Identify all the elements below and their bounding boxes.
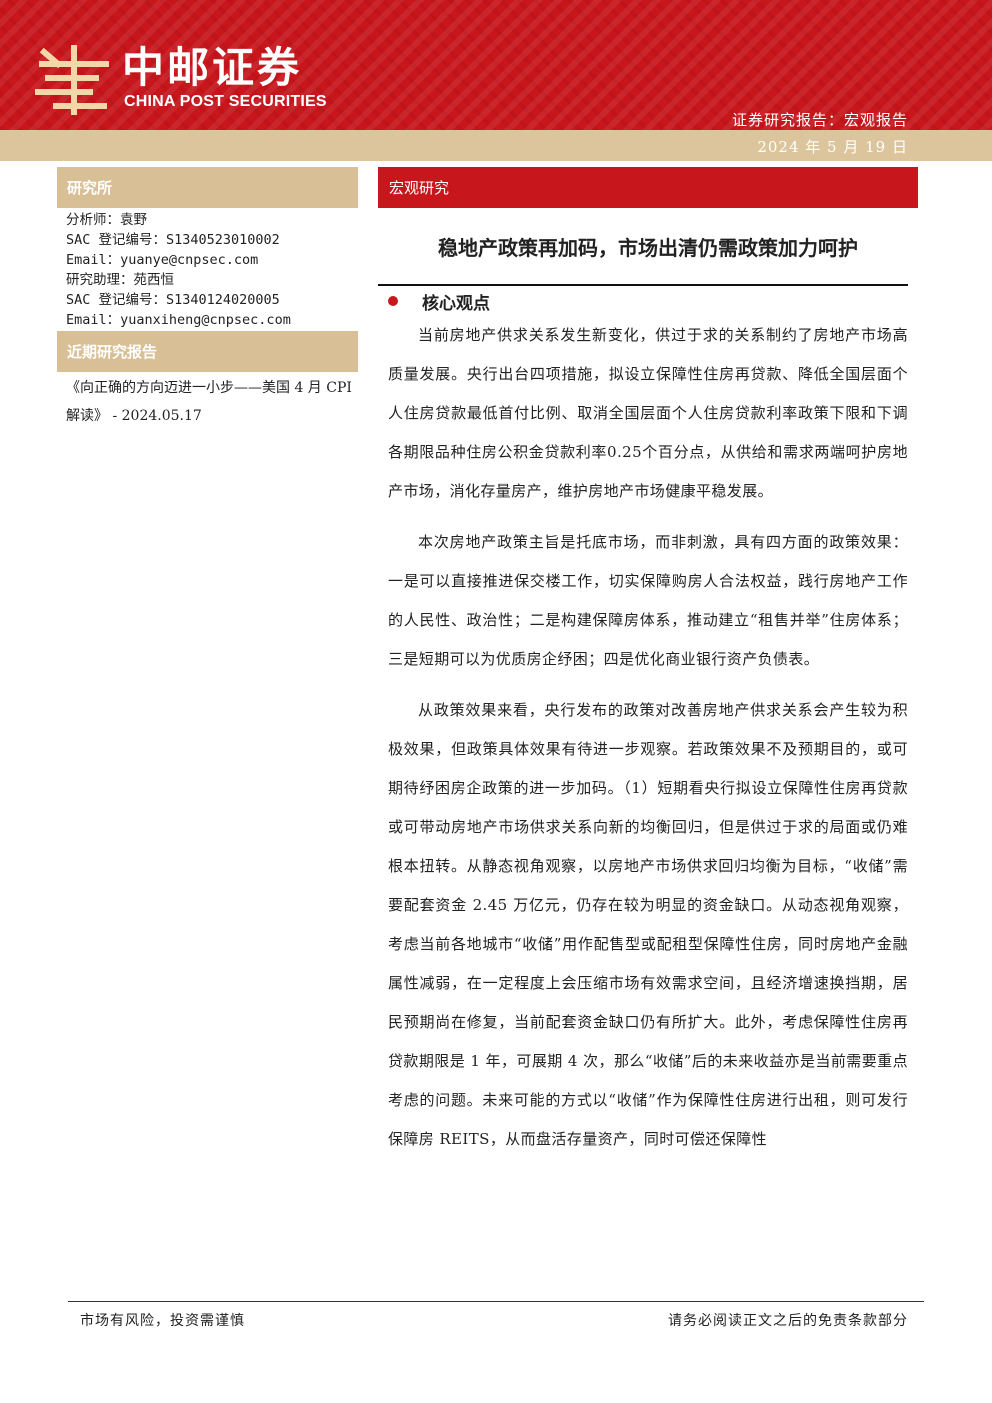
analyst-line: 研究助理：苑西恒 xyxy=(66,272,174,288)
section-bar: 宏观研究 xyxy=(378,167,918,208)
report-type-label: 证券研究报告：宏观报告 xyxy=(731,111,908,129)
core-view-label: 核心观点 xyxy=(422,293,490,314)
analyst-info: 分析师：袁野 SAC 登记编号：S1340523010002 Email：yua… xyxy=(66,210,291,330)
analyst-email[interactable]: Email：yuanxiheng@cnpsec.com xyxy=(66,312,291,328)
institute-heading-label: 研究所 xyxy=(67,179,113,197)
report-title: 稳地产政策再加码，市场出清仍需政策加力呵护 xyxy=(438,236,858,260)
footer-risk-note: 市场有风险，投资需谨慎 xyxy=(80,1313,245,1329)
recent-reports-heading-label: 近期研究报告 xyxy=(67,343,158,361)
analyst-email[interactable]: Email：yuanye@cnpsec.com xyxy=(66,252,259,268)
footer-disclaimer-note: 请务必阅读正文之后的免责条款部分 xyxy=(668,1313,908,1329)
analyst-line: SAC 登记编号：S1340124020005 xyxy=(66,292,280,308)
section-label: 宏观研究 xyxy=(389,179,450,197)
brand-name-cn: 中邮证券 xyxy=(122,43,303,92)
china-post-logo-icon xyxy=(35,45,109,115)
brand-name-en: CHINA POST SECURITIES xyxy=(124,93,327,110)
analyst-line: SAC 登记编号：S1340523010002 xyxy=(66,232,280,248)
report-date: 2024 年 5 月 19 日 xyxy=(757,138,908,156)
title-divider xyxy=(378,284,908,286)
recent-report-item[interactable]: 《向正确的方向迈进一小步——美国 4 月 CPI 解读》 - 2024.05.1… xyxy=(66,380,352,424)
core-view-heading: 核心观点 xyxy=(388,290,490,314)
body-paragraph: 从政策效果来看，央行发布的政策对改善房地产供求关系会产生较为积极效果，但政策具体… xyxy=(388,701,908,1148)
date-bar: 2024 年 5 月 19 日 xyxy=(0,130,992,161)
footer-divider xyxy=(68,1301,924,1302)
report-body: 当前房地产供求关系发生新变化，供过于求的关系制约了房地产市场高质量发展。央行出台… xyxy=(388,316,908,1171)
body-paragraph: 当前房地产供求关系发生新变化，供过于求的关系制约了房地产市场高质量发展。央行出台… xyxy=(388,326,908,500)
recent-reports-heading: 近期研究报告 xyxy=(57,331,358,372)
institute-heading: 研究所 xyxy=(57,167,358,208)
header-banner: 中邮证券 CHINA POST SECURITIES 证券研究报告：宏观报告 xyxy=(0,0,992,130)
body-paragraph: 本次房地产政策主旨是托底市场，而非刺激，具有四方面的政策效果：一是可以直接推进保… xyxy=(388,533,908,668)
bullet-dot-icon xyxy=(388,296,398,306)
analyst-line: 分析师：袁野 xyxy=(66,212,147,228)
